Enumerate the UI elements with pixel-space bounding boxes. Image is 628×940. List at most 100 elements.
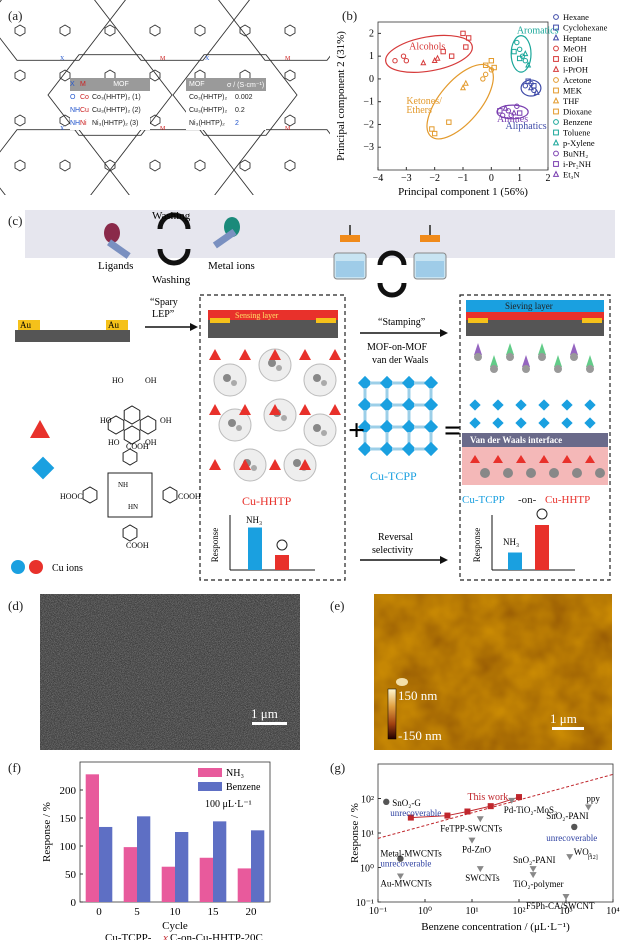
schematic-text: HO <box>108 438 120 447</box>
data-point <box>392 58 398 64</box>
hhtp-linker <box>585 455 595 463</box>
legend-marker <box>553 108 559 115</box>
x-tick-label: 10² <box>513 906 526 917</box>
panel-a: (a) XMXMXMXM X M MOF O Co Co₃(HHTP)₂ (1)… <box>0 0 330 195</box>
data-point <box>522 83 529 89</box>
legend-label: NH₃ <box>226 768 244 779</box>
hhtp-linker <box>562 455 572 463</box>
bar <box>137 816 151 902</box>
data-point <box>434 54 441 61</box>
tcpp-node <box>423 375 439 391</box>
y-tick-label: −1 <box>363 97 374 108</box>
tcpp-node <box>561 399 573 411</box>
sensing-layer <box>466 312 604 320</box>
reference-label: FeTPP-SWCNTs <box>440 823 502 833</box>
benzene-icon <box>276 539 288 551</box>
data-point <box>525 61 532 68</box>
bar <box>237 868 251 902</box>
tcpp-node <box>538 417 550 429</box>
superscript-label: [12] <box>588 855 598 861</box>
legend-marker <box>552 139 560 146</box>
hhtp-node <box>149 69 161 82</box>
mof-cell: Ni₃(HHTP)₂ <box>189 120 225 127</box>
legend-marker <box>553 24 559 31</box>
framework-ring <box>233 0 330 61</box>
guest-molecule <box>526 468 536 478</box>
hhtp-node <box>14 114 26 127</box>
data-point <box>508 112 514 119</box>
guest-molecule <box>321 380 327 386</box>
atom-label: M <box>160 126 166 132</box>
arrowhead <box>190 323 198 331</box>
tcpp-node <box>357 397 373 413</box>
data-point <box>525 78 531 84</box>
data-point <box>431 130 438 137</box>
x-tick-label: −4 <box>373 173 384 184</box>
benzene-icon <box>536 508 548 520</box>
legend-marker <box>553 150 559 157</box>
solution-fill <box>336 261 364 277</box>
mof-table-row: NH Ni Ni₃(HHTP)₂ (3) <box>70 117 150 130</box>
hhtp-node <box>149 114 161 127</box>
gas-molecule <box>586 355 594 367</box>
this-work-line <box>410 815 448 819</box>
panel-a-label: (a) <box>8 8 23 23</box>
framework-ring <box>109 0 235 61</box>
reference-label: Metal-MWCNTs <box>380 849 442 859</box>
m-cell: Cu <box>80 107 89 114</box>
metal-bottle-icon <box>224 217 240 237</box>
atom-label: X <box>60 126 65 132</box>
data-point <box>511 48 517 55</box>
tcpp-symbol <box>31 456 55 480</box>
reference-point <box>566 854 574 861</box>
data-point <box>462 79 469 86</box>
legend-marker <box>552 65 560 72</box>
gas-molecule <box>554 365 562 373</box>
response-label: Response <box>472 528 482 563</box>
cycle-arrow-icon <box>157 212 191 230</box>
caption-variable: x <box>162 932 168 940</box>
framework-ring <box>109 129 235 195</box>
hhtp-linker <box>539 455 549 463</box>
x-tick-label: 10³ <box>560 906 573 917</box>
data-point <box>480 76 486 82</box>
x-tick-label: 0 <box>96 906 102 918</box>
schematic-text: MOF-on-MOF <box>367 342 427 353</box>
schematic-text: Cu ions <box>52 563 83 574</box>
guest-molecule <box>572 468 582 478</box>
y-tick-label: 2 <box>369 28 374 39</box>
hhtp-node <box>284 159 296 172</box>
annotation: 100 μL·L⁻¹ <box>205 799 252 810</box>
data-point <box>505 108 512 114</box>
cluster-ellipse <box>426 63 494 140</box>
legend-swatch <box>198 768 222 777</box>
hhtp-node <box>59 24 71 37</box>
schematic-text: OH <box>145 438 157 447</box>
bar <box>251 830 265 902</box>
data-point <box>488 58 495 64</box>
schematic-text: Reversal <box>378 532 413 543</box>
bar <box>85 774 99 902</box>
ligand-bottle-icon <box>104 223 120 243</box>
data-point <box>533 88 540 95</box>
hhtp-linker <box>239 459 251 470</box>
tcpp-node <box>401 397 417 413</box>
reference-point <box>508 797 516 804</box>
sigma-table-row: Cu₃(HHTP)₂ 0.2 <box>186 104 266 117</box>
sigma-table-row: Ni₃(HHTP)₂ 2 <box>186 117 266 130</box>
y-tick-label: 50 <box>65 869 77 881</box>
bar <box>199 857 213 902</box>
x-tick-label: 10⁰ <box>418 906 432 917</box>
cycle-arrow-icon <box>157 248 191 266</box>
hhtp-symbol <box>30 420 50 438</box>
gas-molecule <box>570 343 578 355</box>
col-mof: MOF <box>113 81 129 88</box>
group-label: Alcohols <box>409 41 445 52</box>
data-point <box>510 109 518 116</box>
data-point <box>514 103 520 109</box>
tcpp-node <box>492 399 504 411</box>
